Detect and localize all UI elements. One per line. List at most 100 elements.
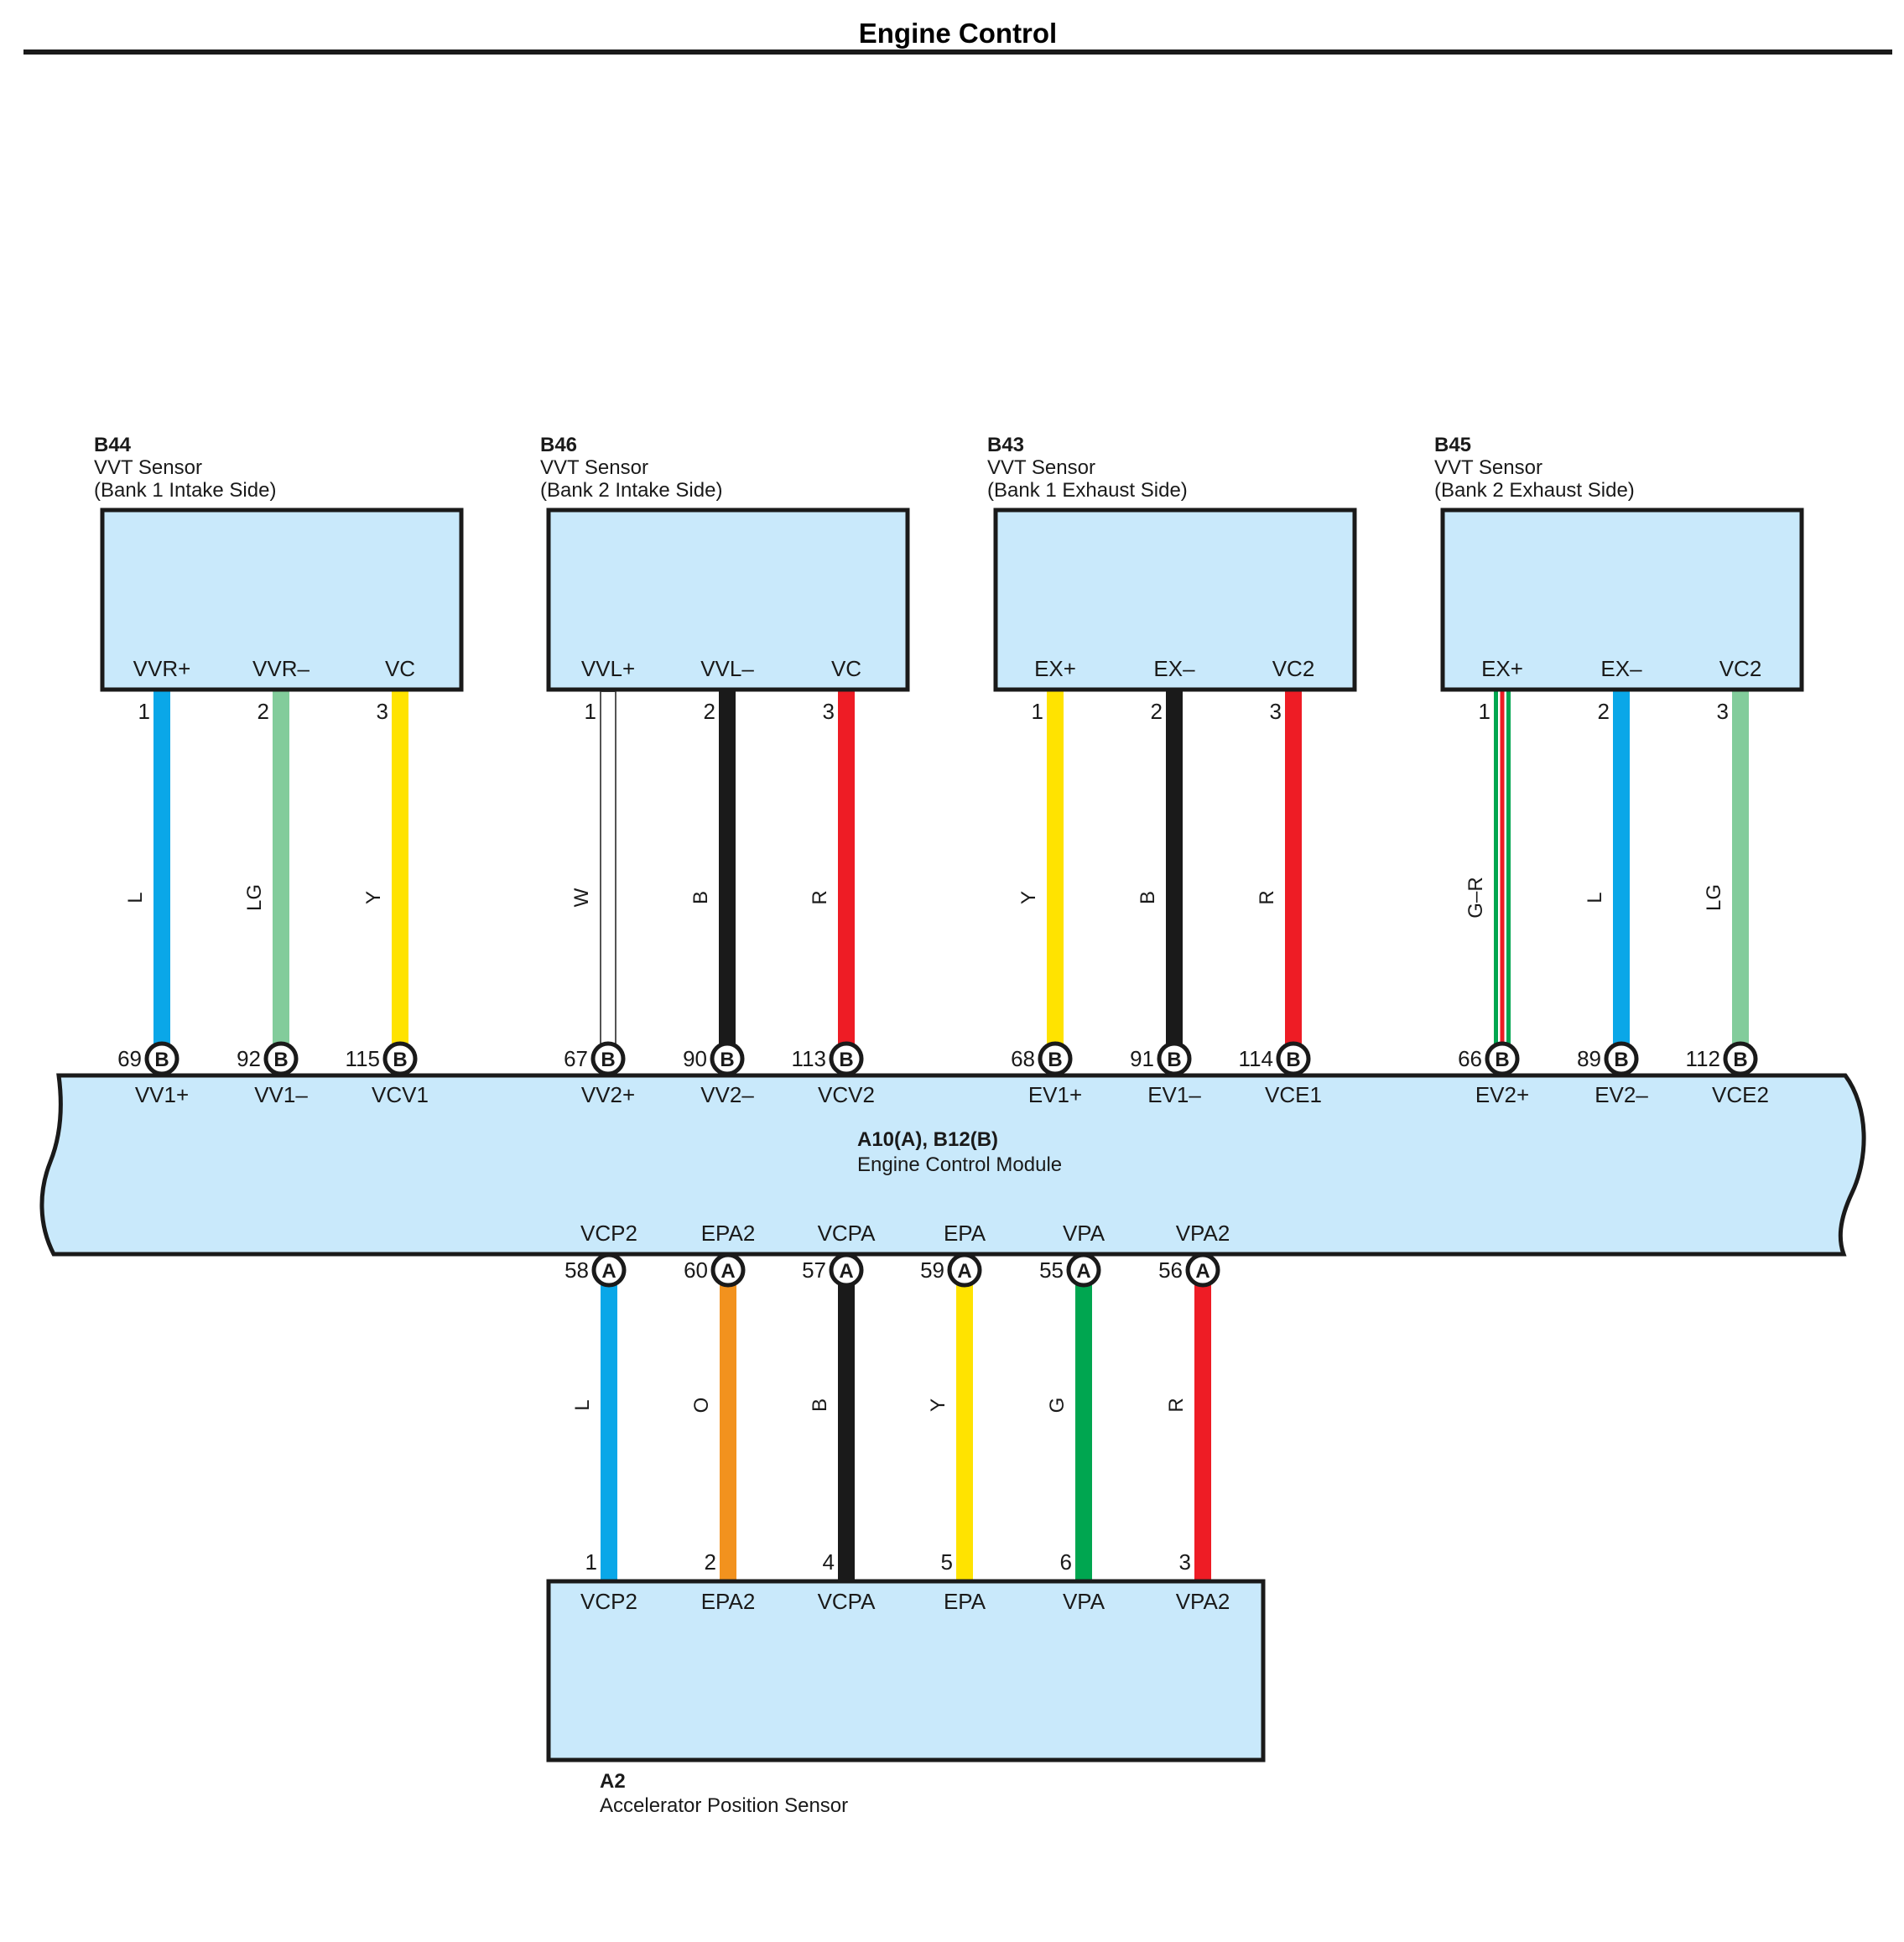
ecm-connector-tag-circle: [590, 1041, 626, 1076]
wire-b45-2: [1613, 691, 1630, 1059]
wire-a2-6: [1075, 1270, 1092, 1580]
sensor-terminal-label: VVL+: [581, 656, 635, 681]
sensor-code: B46: [540, 434, 577, 456]
ecm-pin-number: 55: [1039, 1257, 1064, 1283]
ecm-connector-tag: B: [273, 1049, 288, 1071]
sensor-name: VVT Sensor: [1434, 456, 1542, 479]
ecm-code: A10(A), B12(B): [857, 1128, 998, 1151]
ecm-connector-tag: B: [1495, 1049, 1509, 1071]
ecm-connector-tag-circle: [1485, 1041, 1520, 1076]
sensor-pin-number: 3: [1717, 699, 1729, 724]
ecm-name: Engine Control Module: [857, 1153, 1062, 1176]
ecm-connector-tag: A: [839, 1260, 853, 1283]
ecm-connector-tag-circle: [1604, 1041, 1639, 1076]
wire-b45-1: [1494, 691, 1511, 1059]
ecm-terminal-label: VCPA: [818, 1221, 877, 1246]
ecm-connector-tag: B: [1167, 1049, 1181, 1071]
accel-terminal-label: EPA2: [701, 1589, 756, 1614]
ecm-pin-number: 112: [1686, 1046, 1720, 1071]
ecm-connector-tag: A: [721, 1260, 735, 1283]
sensor-pin-number: 1: [1032, 699, 1043, 724]
wire-color-code: L: [124, 892, 147, 903]
ecm-pin-number: 115: [346, 1046, 380, 1071]
sensor-name: VVT Sensor: [94, 456, 202, 479]
accel-sensor-box: [546, 1579, 1266, 1762]
sensor-side: (Bank 2 Exhaust Side): [1434, 479, 1635, 502]
sensor-side: (Bank 1 Intake Side): [94, 479, 276, 502]
sensor-terminal-label: VVR–: [252, 656, 310, 681]
ecm-box: [39, 1073, 1866, 1257]
sensor-box-b45: [1440, 508, 1804, 692]
wire-color-code: W: [570, 888, 593, 907]
ecm-pin-number: 59: [920, 1257, 944, 1283]
ecm-pin-number: 58: [564, 1257, 589, 1283]
ecm-pin-number: 92: [237, 1046, 261, 1071]
wire-color-code: Y: [362, 891, 385, 904]
ecm-connector-tag: B: [1286, 1049, 1300, 1071]
wire-b44-3: [392, 691, 408, 1059]
ecm-connector-tag-circle: [1038, 1041, 1073, 1076]
wire-color-code: O: [690, 1398, 713, 1414]
sensor-terminal-label: VVR+: [133, 656, 191, 681]
accel-terminal-label: EPA: [944, 1589, 986, 1614]
sensor-terminal-label: EX–: [1600, 656, 1642, 681]
accel-pin-number: 3: [1179, 1549, 1191, 1575]
ecm-connector-tag: B: [720, 1049, 734, 1071]
sensor-terminal-label: EX–: [1153, 656, 1195, 681]
wire-color-code: R: [1165, 1398, 1188, 1412]
ecm-connector-tag-circle: [1066, 1252, 1101, 1288]
ecm-pin-number: 90: [683, 1046, 707, 1071]
ecm-terminal-label: VV1–: [254, 1082, 308, 1107]
wire-b46-1: [600, 690, 616, 1060]
sensor-pin-number: 2: [258, 699, 269, 724]
sensor-pin-number: 2: [1151, 699, 1163, 724]
ecm-terminal-label: VPA2: [1176, 1221, 1230, 1246]
ecm-pin-number: 89: [1577, 1046, 1601, 1071]
ecm-pin-number: 69: [117, 1046, 142, 1071]
ecm-connector-tag-circle: [829, 1252, 864, 1288]
ecm-connector-tag: B: [1048, 1049, 1062, 1071]
sensor-pin-number: 1: [1479, 699, 1490, 724]
wire-color-code: L: [571, 1399, 594, 1410]
accel-terminal-label: VCP2: [580, 1589, 637, 1614]
sensor-terminal-label: EX+: [1481, 656, 1523, 681]
wire-b45-3: [1732, 691, 1749, 1059]
sensor-side: (Bank 1 Exhaust Side): [987, 479, 1188, 502]
wire-b44-1: [153, 691, 170, 1059]
ecm-connector-tag: B: [154, 1049, 169, 1071]
sensor-terminal-label: VVL–: [700, 656, 754, 681]
ecm-connector-tag: A: [1076, 1260, 1090, 1283]
wire-b43-1: [1047, 691, 1064, 1059]
wire-a2-4: [838, 1270, 855, 1580]
sensor-name: VVT Sensor: [540, 456, 648, 479]
wire-color-code: Y: [927, 1398, 949, 1412]
ecm-connector-tag: B: [601, 1049, 615, 1071]
wire-color-code: L: [1584, 892, 1606, 903]
sensor-code: B44: [94, 434, 132, 456]
sensor-pin-number: 2: [1598, 699, 1610, 724]
sensor-code: B45: [1434, 434, 1471, 456]
ecm-connector-tag: B: [393, 1049, 407, 1071]
accel-pin-number: 1: [585, 1549, 597, 1575]
accel-sensor-name: Accelerator Position Sensor: [600, 1794, 848, 1817]
ecm-connector-tag-circle: [947, 1252, 982, 1288]
wire-a2-2: [720, 1270, 736, 1580]
sensor-terminal-label: EX+: [1034, 656, 1076, 681]
ecm-connector-tag-circle: [1185, 1252, 1220, 1288]
ecm-connector-tag: A: [601, 1260, 616, 1283]
ecm-connector-tag-circle: [382, 1041, 418, 1076]
sensor-box-b43: [993, 508, 1357, 692]
ecm-terminal-label: VV1+: [135, 1082, 189, 1107]
accel-pin-number: 4: [823, 1549, 835, 1575]
sensor-pin-number: 3: [377, 699, 388, 724]
sensor-name: VVT Sensor: [987, 456, 1095, 479]
ecm-connector-tag-circle: [1723, 1041, 1758, 1076]
wire-color-code: R: [1256, 890, 1278, 904]
sensor-pin-number: 2: [704, 699, 715, 724]
ecm-connector-tag-circle: [829, 1041, 864, 1076]
ecm-terminal-label: VV2–: [700, 1082, 754, 1107]
ecm-pin-number: 57: [802, 1257, 826, 1283]
ecm-terminal-label: EV1–: [1147, 1082, 1201, 1107]
ecm-terminal-label: VCP2: [580, 1221, 637, 1246]
